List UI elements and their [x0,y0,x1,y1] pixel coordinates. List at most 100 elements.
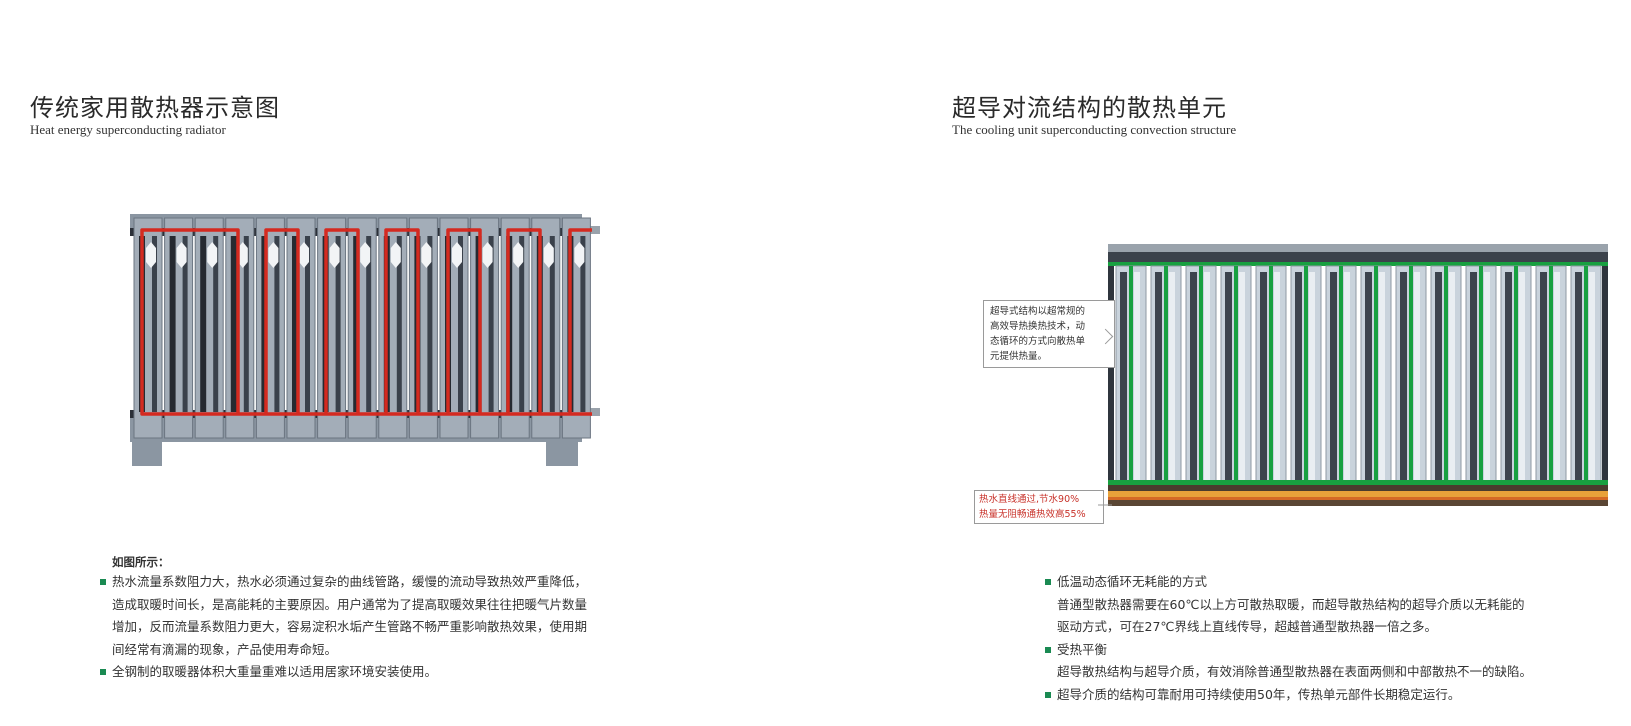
right-subtitle: The cooling unit superconducting convect… [952,122,1237,137]
callout-hot-water: 热水直线通过,节水90% 热量无阻畅通热效高55% [974,490,1104,524]
right-frame [1602,266,1608,484]
fin-channel [549,236,555,412]
fin-window [574,242,585,268]
fin-shadow [1295,272,1302,480]
text-line: 全钢制的取暖器体积大重量重难以适用居家环境安装使用。 [112,664,438,679]
left-heading: 如图所示： [112,555,170,569]
fin-shadow [1470,272,1477,480]
fin-highlight [1449,272,1455,480]
top-rail [1108,244,1608,252]
traditional-radiator-illustration [130,214,600,466]
fin-channel [519,236,525,412]
fin-window [543,242,554,268]
fin-channel [396,236,402,412]
left-frame [1108,266,1114,484]
fin-channel [335,236,341,412]
item-heading: 低温动态循环无耗能的方式 [1057,574,1208,589]
right-item-1: 低温动态循环无耗能的方式 普通型散热器需要在60℃以上方可散热取暖，而超导散热结… [1045,571,1585,639]
superconducting-tube [1584,266,1588,484]
callout-line: 高效导热换热技术，动 [990,321,1086,332]
fin-highlight [1344,272,1350,480]
top-header [1108,252,1608,262]
fin-highlight [1204,272,1210,480]
text-line: 驱动方式，可在27℃界线上直线传导，超越普通型散热器一倍之多。 [1057,619,1437,634]
fin-highlight [1519,272,1525,480]
fin-shadow [1505,272,1512,480]
superconducting-tube [1199,266,1203,484]
bullet-icon [1045,646,1051,653]
fin-channel [488,236,494,412]
right-title: 超导对流结构的散热单元 [952,94,1227,122]
fin-window [146,242,156,268]
fin-channel [305,236,310,412]
fin-channel [366,236,372,412]
right-description: 低温动态循环无耗能的方式 普通型散热器需要在60℃以上方可散热取暖，而超导散热结… [1045,571,1585,706]
fin-highlight [1169,272,1175,480]
superconducting-tube [1129,266,1133,484]
fin-window [207,242,218,268]
text-line: 热水流量系数阻力大，热水必须通过复杂的曲线管路，缓慢的流动导致热效严重降低， [112,574,588,589]
callout-hot-water-pointer [1098,504,1112,506]
fin-channel [213,236,219,412]
fin-channel [292,236,298,412]
fin-window [513,242,524,268]
left-bullet-2: 全钢制的取暖器体积大重量重难以适用居家环境安装使用。 [100,661,640,684]
item-heading: 超导介质的结构可靠耐用可持续使用50年，传热单元部件长期稳定运行。 [1057,686,1461,702]
fin-shadow [1120,272,1127,480]
callout-line: 热量无阻畅通热效高55% [979,509,1086,520]
fin-highlight [1414,272,1420,480]
left-bullet-1: 热水流量系数阻力大，热水必须通过复杂的曲线管路，缓慢的流动导致热效严重降低， 造… [100,571,640,661]
superconducting-tube [1479,266,1483,484]
text-line: 间经常有滴漏的现象，产品使用寿命短。 [112,641,338,657]
item-heading: 受热平衡 [1057,641,1108,657]
fin-window [237,242,248,268]
text-line: 增加，反而流量系数阻力更大，容易淀积水垢产生管路不畅严重影响散热效果，使用期 [112,619,588,634]
fin-shadow [1400,272,1407,480]
fin-highlight [1484,272,1490,480]
left-description: 如图所示： 热水流量系数阻力大，热水必须通过复杂的曲线管路，缓慢的流动导致热效严… [100,553,640,684]
fin-shadow [1155,272,1162,480]
superconducting-tube [1549,266,1553,484]
fin-highlight [1309,272,1315,480]
callout-line: 态循环的方式向散热单 [990,336,1086,347]
base-rail [1108,500,1608,506]
left-subtitle: Heat energy superconducting radiator [30,122,226,137]
fin-highlight [1589,272,1595,480]
fin-shadow [1365,272,1372,480]
fin-channel [458,236,463,412]
fin-shadow [1260,272,1267,480]
fin-highlight [1274,272,1280,480]
fin-window [360,242,371,268]
fin-channel [169,236,176,412]
superconducting-radiator-illustration [1108,244,1608,506]
superconducting-tube [1339,266,1343,484]
text-line: 造成取暖时间长，是高能耗的主要原因。用户通常为了提高取暖效果往往把暖气片数量 [112,596,588,612]
bullet-icon [1045,691,1051,698]
fin-window [176,242,187,268]
fin-window [390,242,401,268]
superconducting-tube [1409,266,1413,484]
superconducting-tube [1514,266,1518,484]
hot-water-pipe-core [1108,497,1608,500]
superconducting-tube [1374,266,1378,484]
right-item-2: 受热平衡 超导散热结构与超导介质，有效消除普通型散热器在表面两侧和中部散热不一的… [1045,639,1585,684]
fin-window [452,242,462,268]
fin-shadow [1225,272,1232,480]
fin-window [482,242,493,268]
callout-line: 元提供热量。 [990,351,1048,362]
fin-highlight [1239,272,1245,480]
right-item-3: 超导介质的结构可靠耐用可持续使用50年，传热单元部件长期稳定运行。 [1045,684,1585,707]
fin-channel [230,236,237,412]
fin-highlight [1134,272,1140,480]
callout-line: 热水直线通过,节水90% [979,494,1080,505]
fin-channel [427,236,433,412]
fin-channel [274,236,280,412]
fin-channel [200,236,207,412]
fin-channel [353,236,360,412]
bullet-icon [100,669,106,675]
superconducting-tube [1269,266,1273,484]
superconducting-tube [1304,266,1308,484]
fin-shadow [1575,272,1582,480]
fin-shadow [1435,272,1442,480]
hot-water-flow-path [140,228,592,416]
